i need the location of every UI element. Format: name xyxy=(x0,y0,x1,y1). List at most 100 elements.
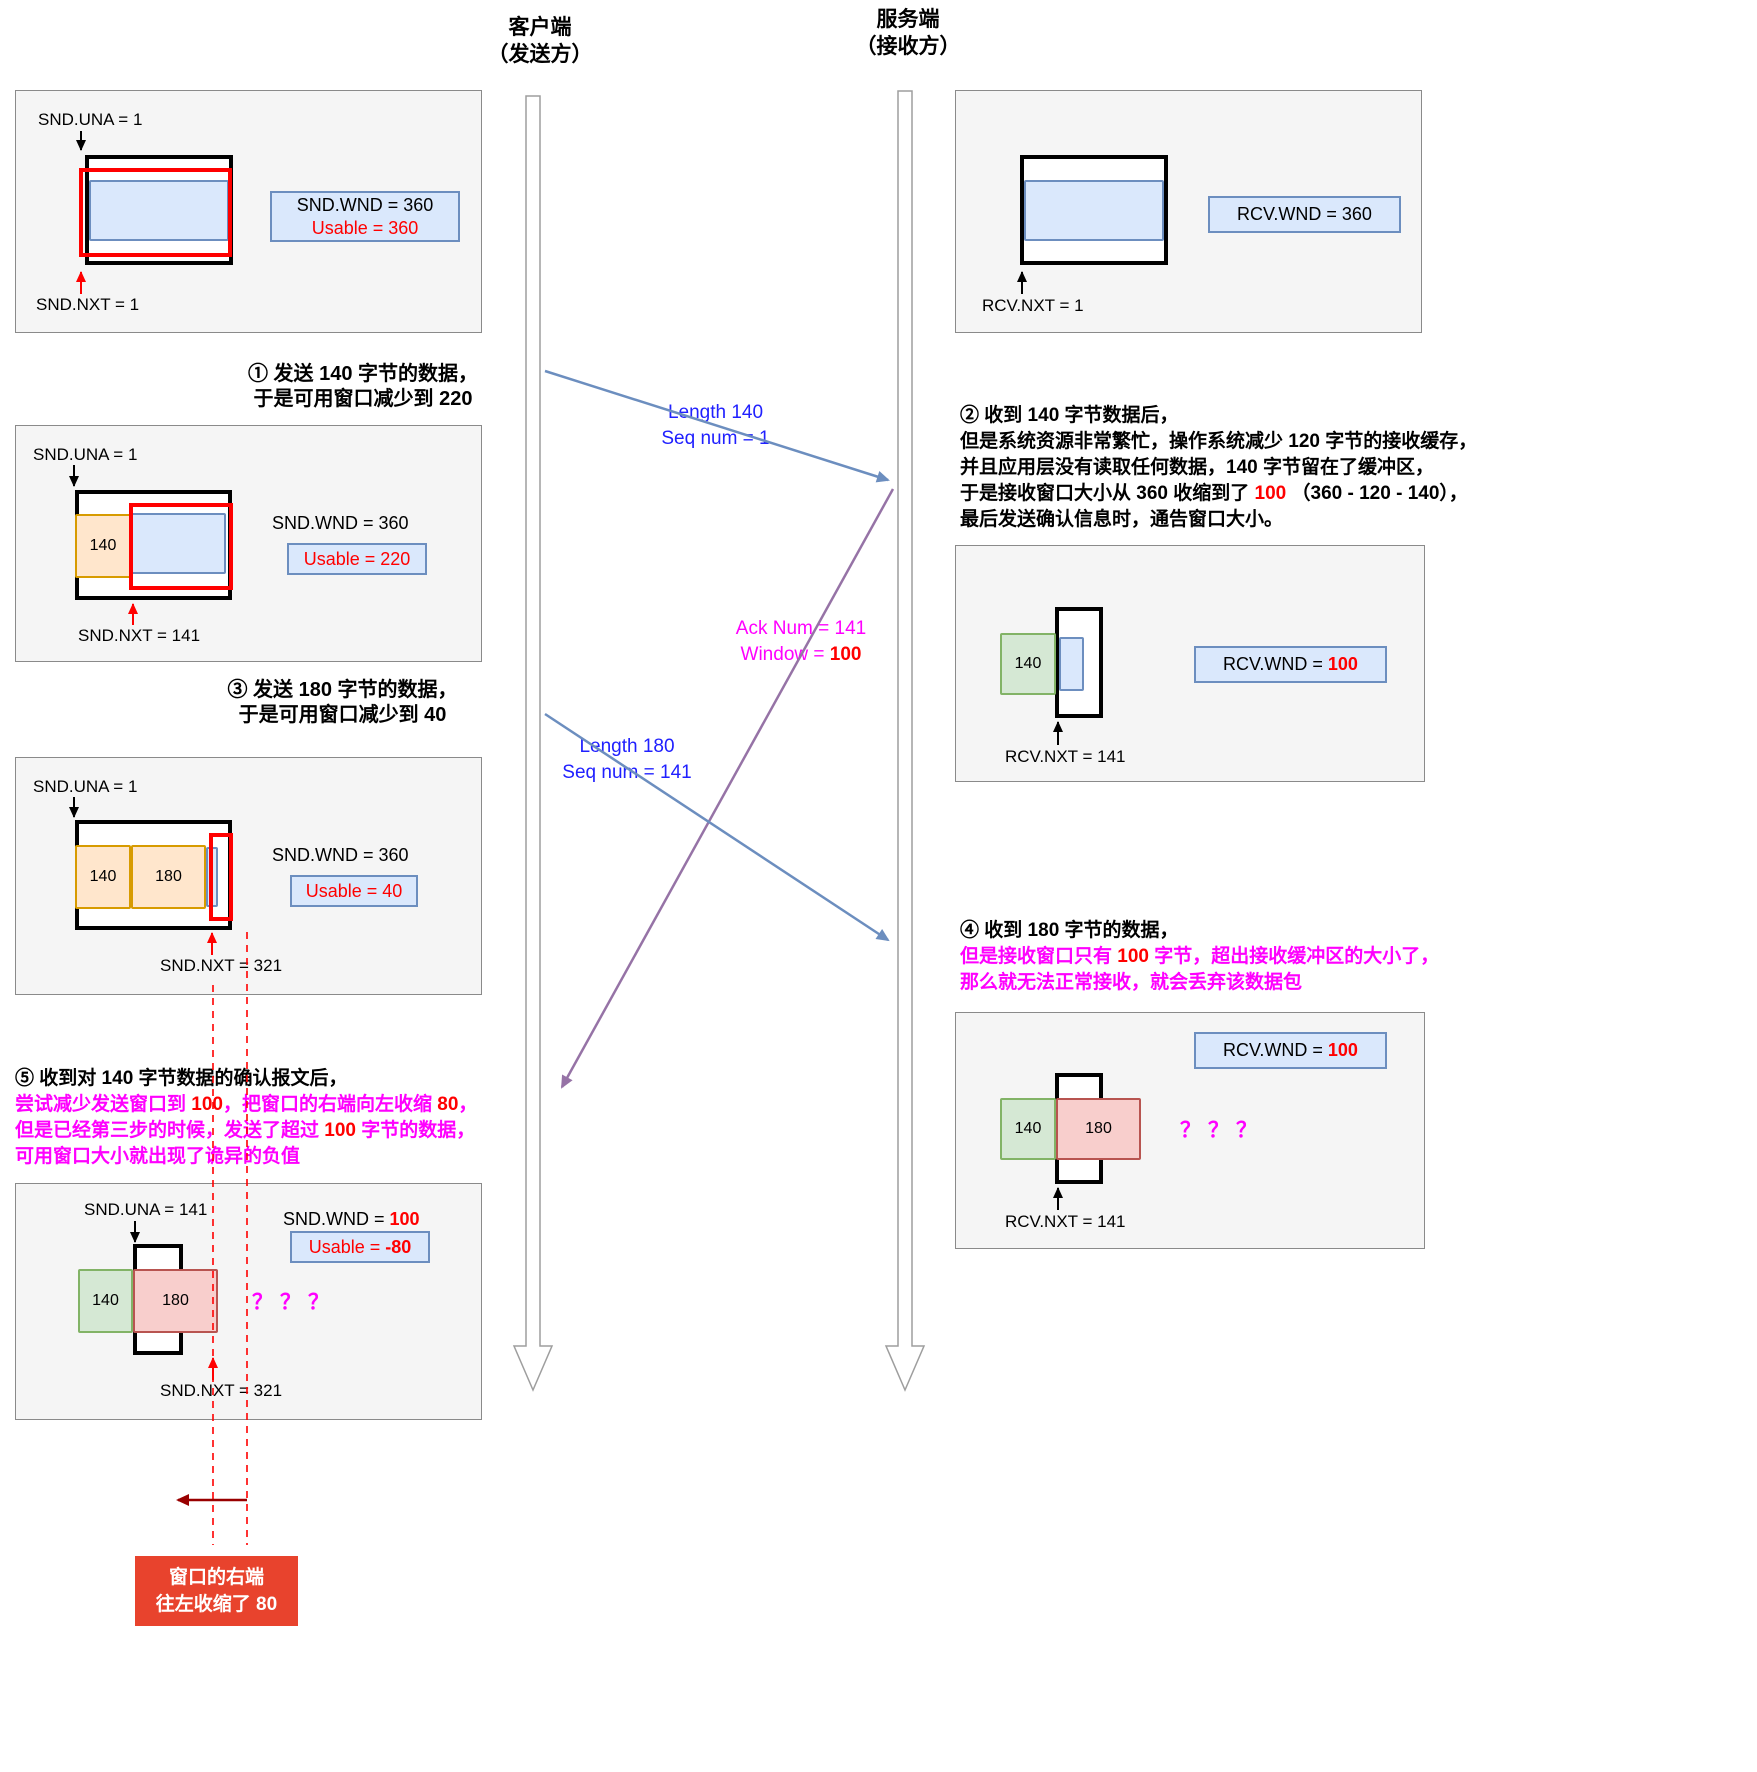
msg-length140-line1: Length 140 xyxy=(667,402,764,423)
usable-prefix: Usable = xyxy=(308,1236,386,1257)
usable-box: Usable = 40 xyxy=(290,875,418,907)
step-4-note: ④ 收到 180 字节的数据， 但是接收窗口只有 100 字节，超出接收缓冲区的… xyxy=(960,918,1439,996)
snd-una-label: SND.UNA = 1 xyxy=(38,110,143,129)
rcv-wnd-value: 100 xyxy=(1327,654,1358,674)
msg-window-prefix: Window = xyxy=(740,644,830,665)
rcv-wnd-line: RCV.WND = 100 xyxy=(1223,1039,1358,1062)
msg-length140-line2: Seq num = 1 xyxy=(661,428,770,449)
server-header: 服务端 （接收方） xyxy=(833,6,983,60)
server-timeline-arrow xyxy=(884,90,926,1392)
usable-line: Usable = -80 xyxy=(309,1236,412,1259)
step-5-line1: ⑤ 收到对 140 字节数据的确认报文后， xyxy=(15,1068,348,1089)
send-window-outline xyxy=(209,833,233,921)
client-header-line2: （发送方） xyxy=(487,43,593,66)
rcv-nxt-label: RCV.NXT = 141 xyxy=(1005,747,1126,766)
segment-140: 140 xyxy=(75,514,131,578)
segment-140-label: 140 xyxy=(89,537,117,554)
snd-nxt-label: SND.NXT = 321 xyxy=(160,1381,283,1400)
usable-label: Usable = 360 xyxy=(311,217,419,238)
recv-window-region xyxy=(1024,180,1164,241)
server-header-line1: 服务端 xyxy=(876,8,940,31)
segment-140: 140 xyxy=(75,845,131,909)
segment-140-label: 140 xyxy=(92,1292,119,1309)
step-5-line3-value: 100 xyxy=(324,1120,356,1141)
rcv-wnd-box: RCV.WND = 100 xyxy=(1194,1032,1387,1069)
purple-arrow-ack141 xyxy=(560,488,895,1089)
step-2-note: ② 收到 140 字节数据后， 但是系统资源非常繁忙，操作系统减少 120 字节… xyxy=(960,403,1477,533)
snd-una-label: SND.UNA = 1 xyxy=(33,445,138,464)
step-2-line2: 但是系统资源非常繁忙，操作系统减少 120 字节的接收缓存， xyxy=(960,431,1478,452)
usable-box: Usable = -80 xyxy=(290,1231,430,1263)
msg-window-value: 100 xyxy=(829,644,862,665)
step-2-line1: ② 收到 140 字节数据后， xyxy=(960,405,1179,426)
usable-label: Usable = 40 xyxy=(305,880,403,901)
snd-nxt-label: SND.NXT = 141 xyxy=(78,626,201,645)
step-4-line1: ④ 收到 180 字节的数据， xyxy=(960,920,1179,941)
step-1-line1: ① 发送 140 字节的数据， xyxy=(247,363,479,385)
snd-nxt-label: SND.NXT = 1 xyxy=(36,295,140,314)
question-marks: ？？？ xyxy=(1180,1119,1264,1142)
snd-wnd-prefix: SND.WND = xyxy=(283,1209,390,1229)
rcv-wnd-box: RCV.WND = 360 xyxy=(1208,196,1401,233)
step-2-line4: 于是接收窗口大小从 360 收缩到了 100 （360 - 120 - 140）… xyxy=(960,481,1477,507)
step-5-line4: 可用窗口大小就出现了诡异的负值 xyxy=(15,1146,301,1167)
msg-length180-label: Length 180 Seq num = 141 xyxy=(548,734,706,786)
send-window-outline xyxy=(129,503,233,590)
step-4-line2-post: 字节，超出接收缓冲区的大小了， xyxy=(1148,946,1440,967)
server-header-line2: （接收方） xyxy=(855,35,961,58)
step-2-line4-value: 100 xyxy=(1254,483,1287,504)
step-4-line2-pre: 但是接收窗口只有 xyxy=(960,946,1118,967)
free-window-region xyxy=(89,180,229,241)
rcv-nxt-label: RCV.NXT = 141 xyxy=(1005,1212,1126,1231)
snd-wnd-box: SND.WND = 360 Usable = 360 xyxy=(270,191,460,242)
segment-140-received: 140 xyxy=(1000,633,1056,695)
snd-wnd-label: SND.WND = 360 xyxy=(272,513,409,533)
snd-wnd-label: SND.WND = 360 xyxy=(296,194,434,215)
snd-wnd-label: SND.WND = 360 xyxy=(272,845,409,865)
step-5-line2-pre: 尝试减少发送窗口到 xyxy=(15,1094,192,1115)
msg-length140-label: Length 140 Seq num = 1 xyxy=(638,400,793,452)
segment-180-label: 180 xyxy=(162,1292,189,1309)
segment-180-overflow: 180 xyxy=(1056,1098,1141,1160)
client-header: 客户端 （发送方） xyxy=(465,14,615,68)
snd-wnd-label: SND.WND = 100 xyxy=(283,1209,420,1230)
step-2-line4-post: （360 - 120 - 140）， xyxy=(1286,483,1468,504)
segment-140-label: 140 xyxy=(89,868,117,885)
step-5-line2-post: ， xyxy=(458,1094,478,1115)
callout-window-shrink: 窗口的右端 往左收缩了 80 xyxy=(135,1556,298,1626)
snd-nxt-label: SND.NXT = 321 xyxy=(160,956,283,975)
callout-line2: 往左收缩了 80 xyxy=(155,1594,278,1615)
segment-180: 180 xyxy=(131,845,206,909)
step-2-line4-pre: 于是接收窗口大小从 360 收缩到了 xyxy=(960,483,1255,504)
step-5-line3-pre: 但是已经第三步的时候，发送了超过 xyxy=(15,1120,325,1141)
segment-140-label: 140 xyxy=(1014,655,1042,672)
step-5-line2-mid: ，把窗口的右端向左收缩 xyxy=(222,1094,438,1115)
rcv-wnd-prefix: RCV.WND = xyxy=(1223,1040,1328,1060)
rcv-nxt-label: RCV.NXT = 1 xyxy=(982,296,1084,315)
segment-140-acked: 140 xyxy=(78,1269,133,1333)
callout-line1: 窗口的右端 xyxy=(168,1567,264,1588)
msg-ack141-line1: Ack Num = 141 xyxy=(735,618,867,639)
step-3-line2: 于是可用窗口减少到 40 xyxy=(238,704,447,726)
rcv-wnd-box: RCV.WND = 100 xyxy=(1194,646,1387,683)
msg-ack141-line2: Window = 100 xyxy=(716,642,886,668)
snd-wnd-value: 100 xyxy=(389,1209,420,1229)
usable-box: Usable = 220 xyxy=(287,543,427,575)
msg-ack141-label: Ack Num = 141 Window = 100 xyxy=(716,616,886,668)
step-3-note: ③ 发送 180 字节的数据， 于是可用窗口减少到 40 xyxy=(205,678,480,728)
free-window-region xyxy=(131,513,226,574)
client-header-line1: 客户端 xyxy=(508,16,572,39)
usable-label: Usable = 220 xyxy=(303,548,411,569)
msg-length180-line1: Length 180 xyxy=(579,736,675,757)
segment-140-received: 140 xyxy=(1000,1098,1056,1160)
rcv-wnd-value: 100 xyxy=(1327,1040,1358,1060)
segment-180-overflow: 180 xyxy=(133,1269,218,1333)
step-5-line2-value2: 80 xyxy=(437,1094,459,1115)
step-1-line2: 于是可用窗口减少到 220 xyxy=(253,388,473,410)
step-2-line5: 最后发送确认信息时，通告窗口大小。 xyxy=(960,509,1284,530)
step-5-line3: 但是已经第三步的时候，发送了超过 100 字节的数据， xyxy=(15,1118,477,1144)
step-5-line2: 尝试减少发送窗口到 100，把窗口的右端向左收缩 80， xyxy=(15,1092,477,1118)
rcv-wnd-label: RCV.WND = 360 xyxy=(1237,204,1372,224)
question-marks: ？？？ xyxy=(252,1291,336,1314)
